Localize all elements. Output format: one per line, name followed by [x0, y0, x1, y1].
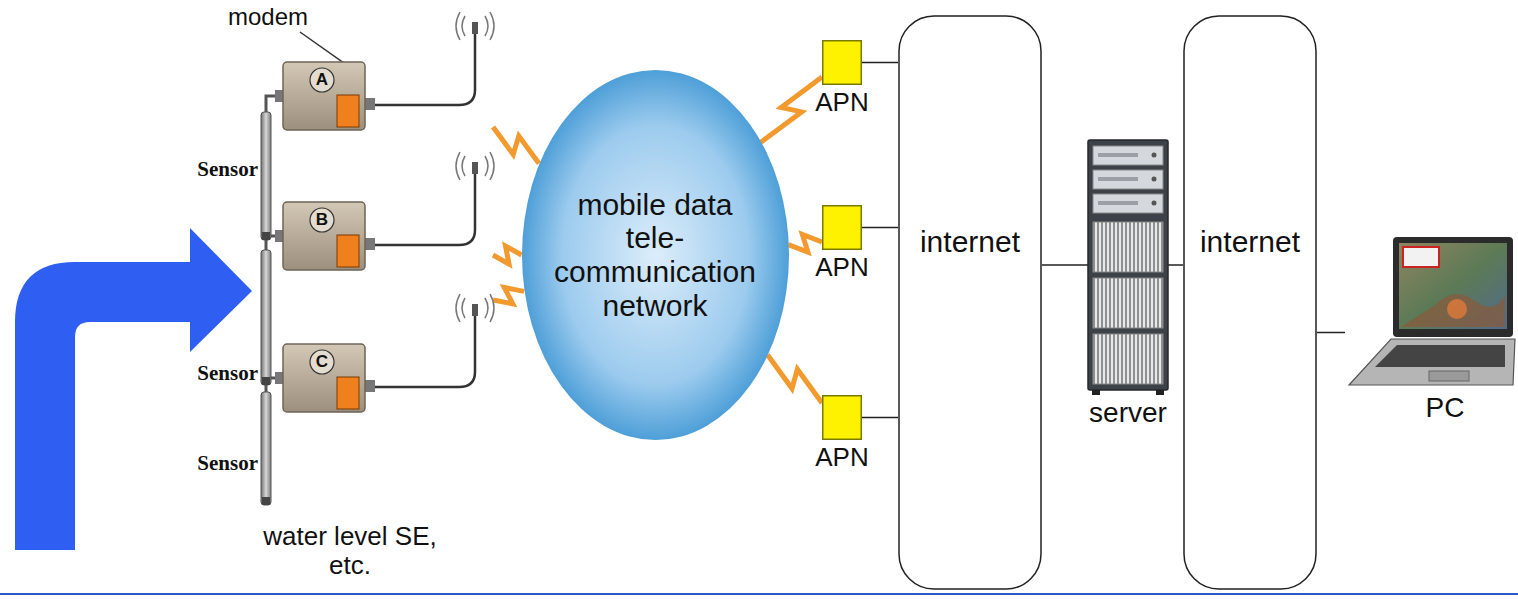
radio-link [493, 127, 539, 163]
node-outline [822, 205, 862, 250]
node-text: APN [797, 88, 887, 117]
network-link [862, 417, 898, 419]
node-outline [822, 395, 862, 440]
radio-link [493, 246, 522, 264]
node-text: mobile data tele- communication network [547, 188, 763, 322]
network-link [1317, 332, 1345, 334]
network-link [862, 227, 898, 229]
node-text: APN [797, 253, 887, 282]
bottom-rule [0, 593, 1518, 595]
node-text: internet [1183, 225, 1317, 258]
node-text: internet [898, 225, 1042, 258]
node-text: C [310, 350, 334, 374]
flow-arrow [15, 228, 252, 550]
sensor-probes [261, 112, 271, 505]
apn-box: APN [822, 205, 862, 250]
network-link [1042, 264, 1088, 266]
network-link [1168, 264, 1183, 266]
node-outline [283, 292, 493, 417]
network-cloud: mobile data tele- communication network [522, 70, 789, 440]
radio-link [788, 235, 822, 253]
node-outline [283, 150, 493, 275]
laptop-pc: PC [1345, 235, 1515, 430]
note-label: water level SE, etc. [250, 522, 450, 579]
sensor-label: Sensor [172, 362, 258, 385]
node-outline [822, 40, 862, 85]
modem-unit: C [283, 292, 493, 417]
node-outline [1183, 15, 1317, 590]
network-link [862, 62, 898, 64]
apn-box: APN [822, 40, 862, 85]
modem-unit: B [283, 150, 493, 275]
node-outline [898, 15, 1042, 590]
radio-link [493, 288, 524, 304]
node-text: APN [797, 443, 887, 472]
radio-link [761, 77, 822, 142]
modem-unit: A [283, 10, 493, 135]
node-outline [1088, 140, 1168, 390]
radio-link [768, 355, 823, 403]
node-outline [283, 10, 493, 135]
sensor-tips [262, 232, 270, 505]
sensor-label: Sensor [172, 158, 258, 181]
node-text: B [310, 208, 334, 232]
apn-box: APN [822, 395, 862, 440]
node-text: A [310, 68, 334, 92]
part-label: modem [228, 4, 318, 30]
server-rack: server [1088, 140, 1168, 390]
node-text: server [1058, 398, 1198, 429]
node-text: PC [1375, 393, 1515, 424]
internet-cloud: internet [898, 15, 1042, 590]
internet-cloud: internet [1183, 15, 1317, 590]
sensor-label: Sensor [172, 452, 258, 475]
